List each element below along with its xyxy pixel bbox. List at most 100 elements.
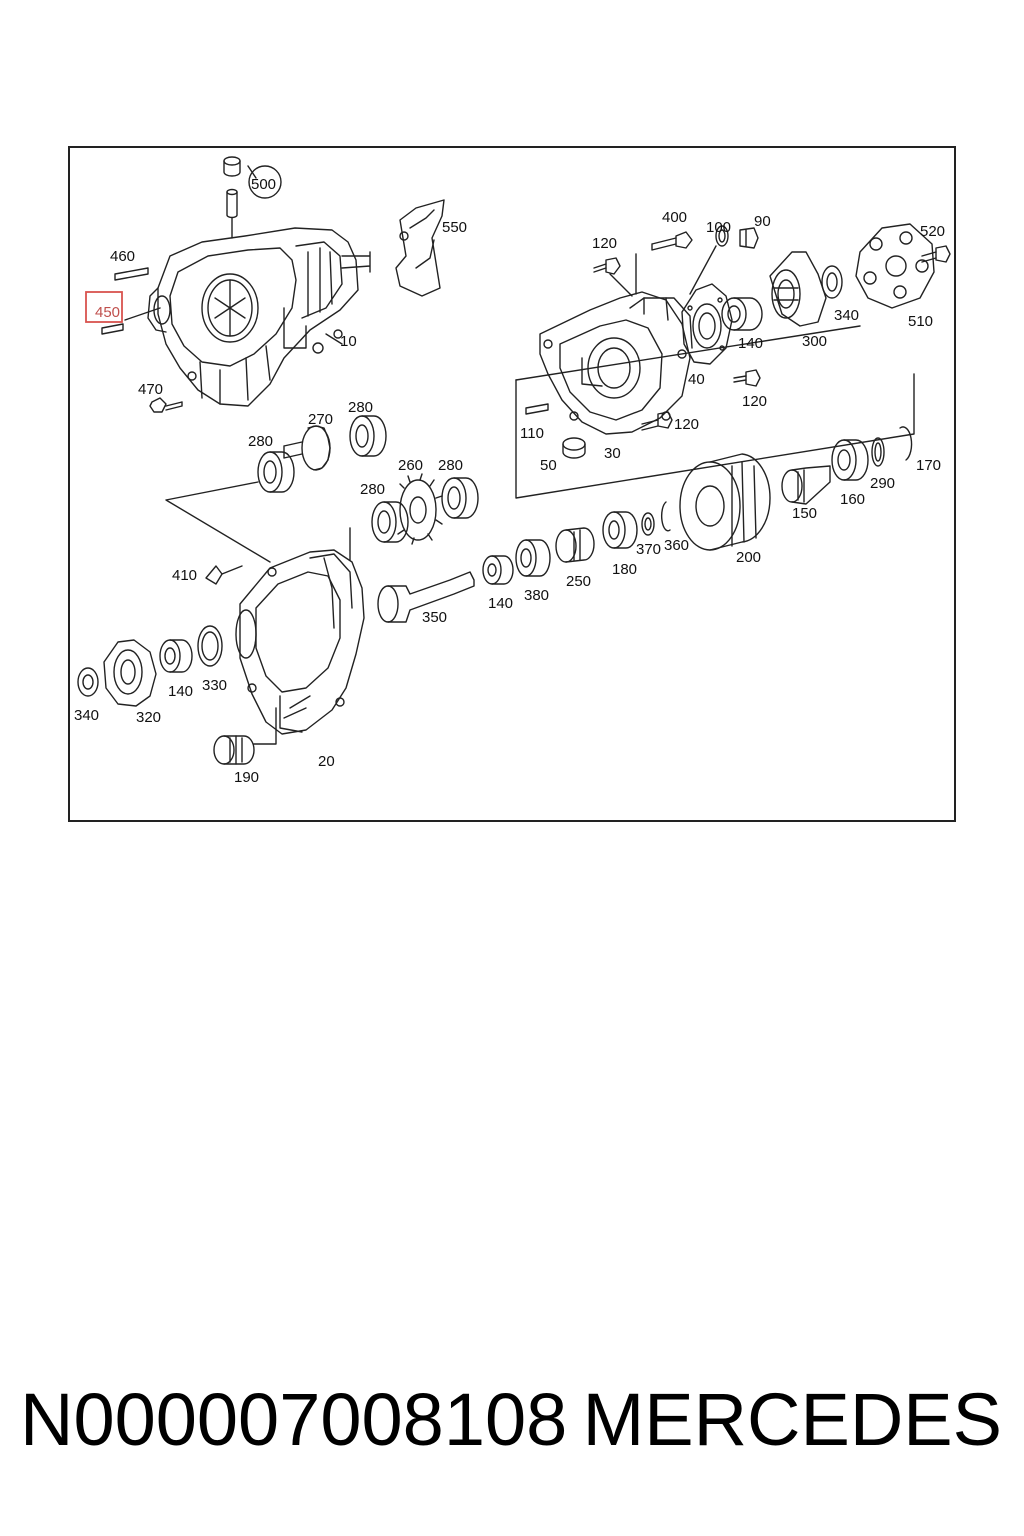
part-510-flex-disc [855,223,935,309]
part-400-bolt [635,231,693,295]
part-550-bracket [395,199,445,297]
callout-250: 250 [566,573,591,590]
part-110-pin [525,403,549,415]
callout-150: 150 [792,505,817,522]
part-100-seal-ring [689,225,729,295]
callout-200: 200 [736,549,761,566]
callout-120-top: 120 [592,235,617,252]
part-number-label: N000007008108 [20,1378,568,1461]
callout-10: 10 [340,333,357,350]
part-120-bolt-mid [733,369,761,387]
part-350-main-shaft [377,571,475,623]
callout-340-lower: 340 [74,707,99,724]
callout-280-d: 280 [438,457,463,474]
part-340-nut-lower [77,667,99,697]
part-180-bearing [602,511,638,549]
callout-470: 470 [138,381,163,398]
callout-180: 180 [612,561,637,578]
part-170-circlip [899,426,913,461]
callout-50: 50 [540,457,557,474]
callout-100: 100 [706,219,731,236]
callout-120-low: 120 [674,416,699,433]
part-280-bearing-d [441,477,479,519]
part-150-sun-gear [781,465,831,505]
callout-410: 410 [172,567,197,584]
part-260-sprocket [397,473,443,545]
callout-360: 360 [664,537,689,554]
part-90-screw-plug [739,227,759,249]
part-160-bearing [831,439,869,481]
callout-280-c: 280 [360,481,385,498]
callout-380: 380 [524,587,549,604]
part-380-bearing [515,539,551,577]
callout-140-lower: 140 [168,683,193,700]
part-140-bearing-upper [721,297,763,331]
part-40-cover-plate [681,283,733,365]
assembly-bracket-right [515,373,915,499]
part-270-gear [283,425,331,471]
part-360-circlip [660,501,671,532]
part-280-bearing-a [257,451,295,493]
callout-280-a: 280 [248,433,273,450]
callout-140-shaft: 140 [488,595,513,612]
part-370-ring [641,512,655,536]
callout-20: 20 [318,753,335,770]
callout-30: 30 [604,445,621,462]
callout-350: 350 [422,609,447,626]
callout-340-upper: 340 [834,307,859,324]
caption-bar: N000007008108 MERCEDES [0,1370,1024,1480]
callout-160: 160 [840,491,865,508]
part-140-bearing-shaft [482,555,514,585]
part-250-gear [555,527,595,563]
callout-290: 290 [870,475,895,492]
callout-520: 520 [920,223,945,240]
parts-diagram: 500 460 450 550 10 470 400 100 90 520 12… [68,146,956,822]
leader-10 [325,333,343,345]
callout-280-b: 280 [348,399,373,416]
callout-330: 330 [202,677,227,694]
part-330-seal [197,625,223,667]
part-190-needle-bearing [213,707,277,765]
part-200-planetary-carrier [679,453,771,551]
callout-550: 550 [442,219,467,236]
assembly-bracket-left [165,481,271,563]
callout-460: 460 [110,248,135,265]
callout-370: 370 [636,541,661,558]
callout-140-upper: 140 [738,335,763,352]
callout-170: 170 [916,457,941,474]
part-460-stud [114,267,149,281]
part-30-detail [581,357,603,387]
part-320-flange [103,639,157,707]
part-120-bolt-top [593,257,633,297]
part-280-bearing-c [371,501,409,543]
callout-450: 450 [95,304,120,321]
exploded-view-drawing: 500 460 450 550 10 470 400 100 90 520 12… [74,156,951,786]
part-10-housing [147,227,371,407]
part-520-bolt [921,245,951,263]
callout-190: 190 [234,769,259,786]
callout-270: 270 [308,411,333,428]
part-140-bearing-lower [159,639,193,673]
part-500-sleeve [223,156,282,239]
part-50-plug [562,437,586,459]
callout-110: 110 [520,425,544,442]
part-410-clip [205,565,243,585]
callout-40: 40 [688,371,705,388]
brand-label: MERCEDES [582,1378,1002,1461]
part-290-ring [871,437,885,467]
highlight-box-450 [85,291,123,323]
part-280-bearing-b [349,415,387,457]
part-300-flange [769,251,827,327]
part-30-rear-cover [539,291,693,435]
callout-400: 400 [662,209,687,226]
callout-320: 320 [136,709,161,726]
part-20-housing [235,549,365,735]
callout-260: 260 [398,457,423,474]
callout-510: 510 [908,313,933,330]
assembly-bracket-top [515,325,861,381]
callout-300: 300 [802,333,827,350]
callout-90: 90 [754,213,771,230]
callout-500: 500 [251,176,276,193]
callout-labels: 500 460 450 550 10 470 400 100 90 520 12… [74,176,945,786]
part-340-nut-upper [821,265,843,299]
